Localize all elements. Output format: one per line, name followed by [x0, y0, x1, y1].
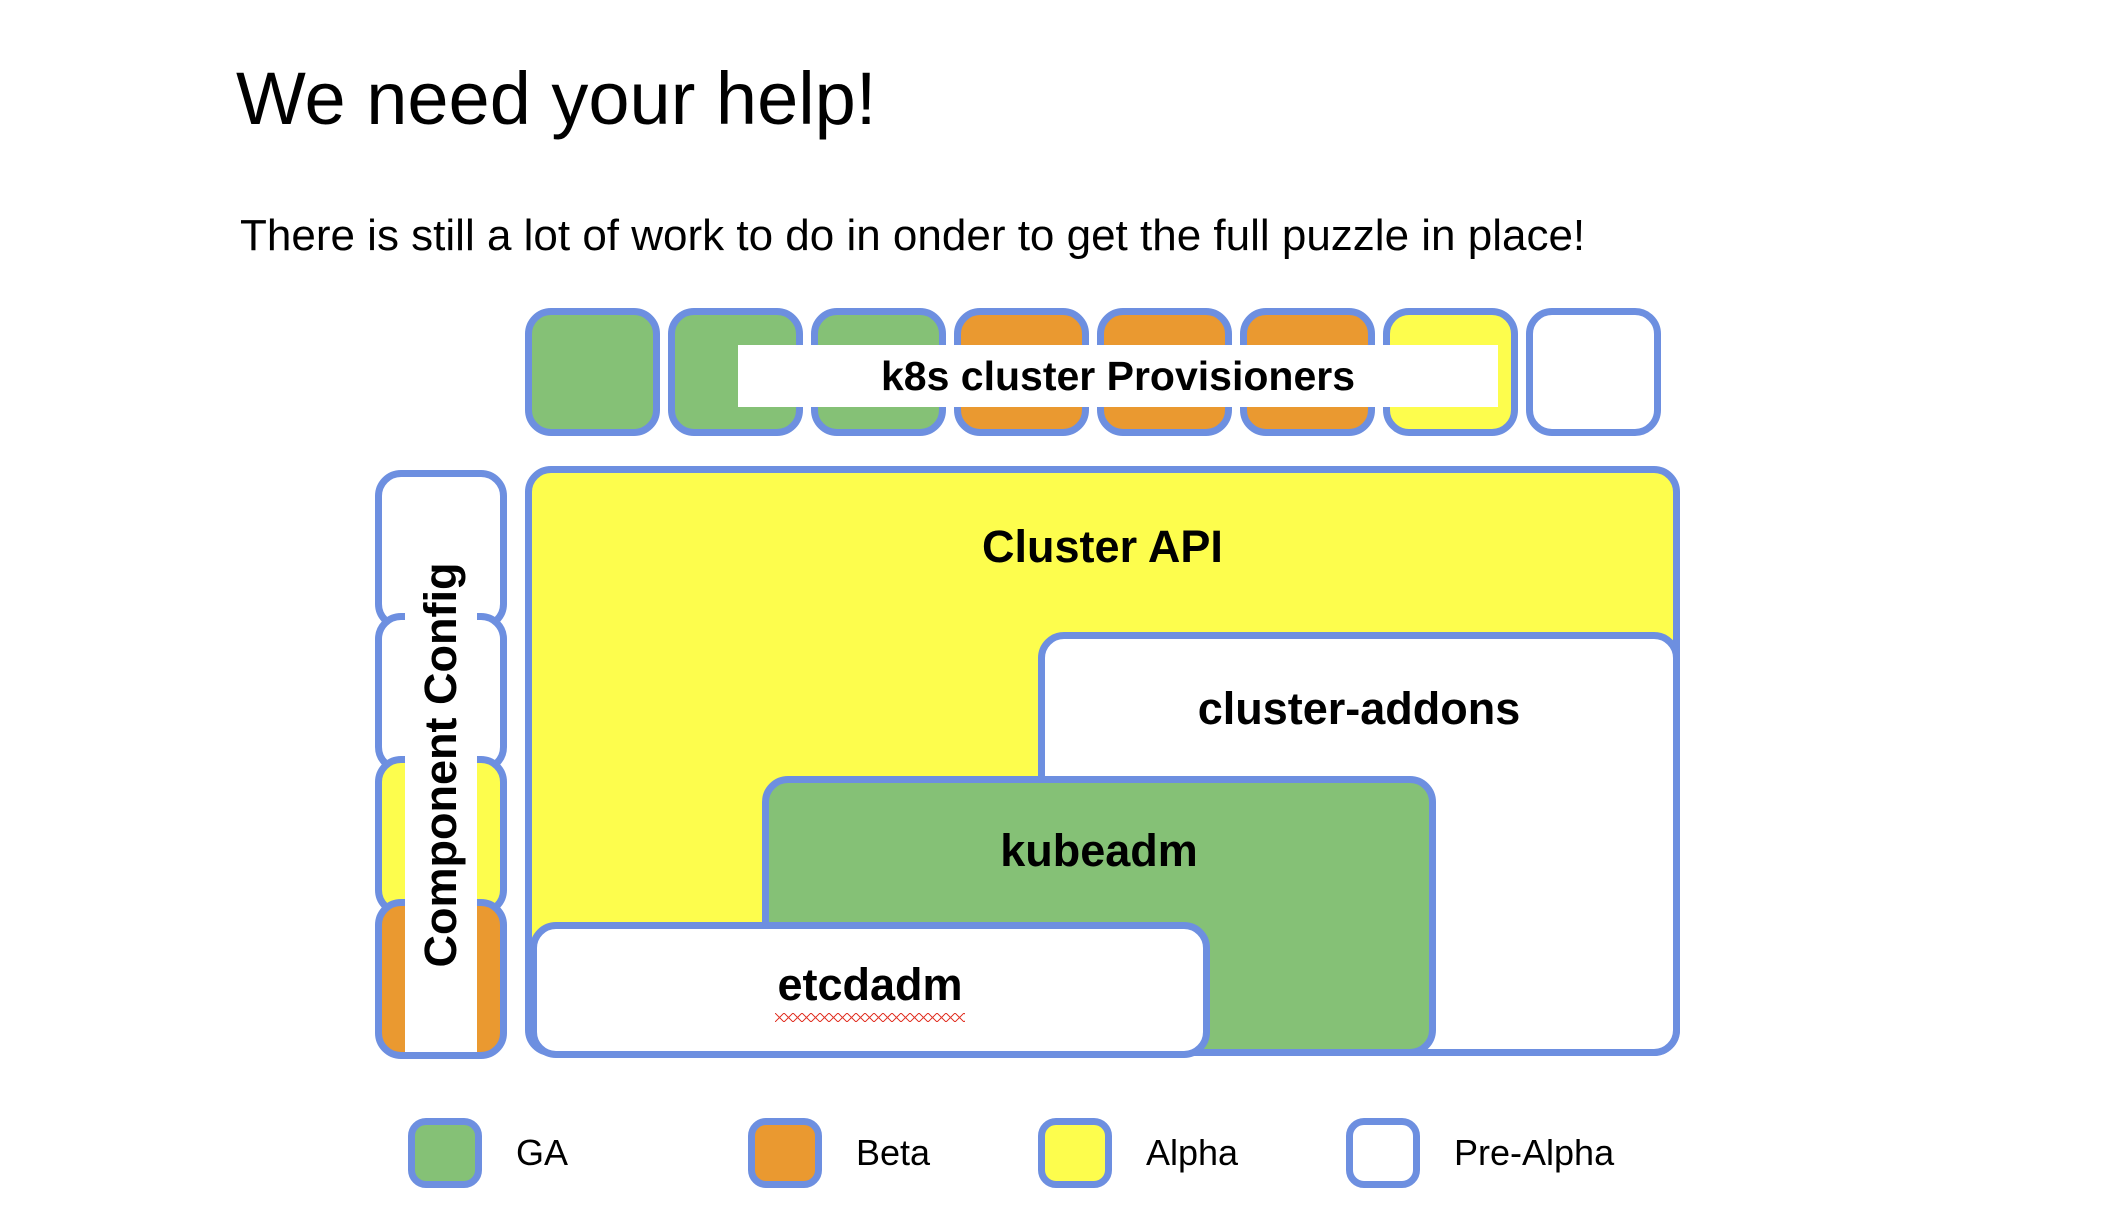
provisioners-label-band: k8s cluster Provisioners	[738, 345, 1498, 407]
legend-item-alpha: Alpha	[1038, 1117, 1238, 1189]
legend-item-pre-alpha: Pre-Alpha	[1346, 1117, 1614, 1189]
page-subtitle: There is still a lot of work to do in on…	[240, 211, 1586, 260]
page-title: We need your help!	[236, 56, 877, 140]
legend-swatch-alpha	[1038, 1118, 1112, 1188]
provisioner-box-1	[525, 308, 660, 436]
legend-swatch-ga	[408, 1118, 482, 1188]
legend-item-beta: Beta	[748, 1117, 930, 1189]
node-etcdadm-label: etcdadm	[775, 959, 965, 1022]
component-config-label-band: Component Config	[405, 478, 477, 1052]
legend-item-ga: GA	[408, 1117, 568, 1189]
component-config-group: Component Config	[375, 470, 507, 1060]
legend: GA Beta Alpha Pre-Alpha	[408, 1117, 1708, 1189]
legend-label-pre-alpha: Pre-Alpha	[1454, 1132, 1615, 1173]
legend-label-alpha: Alpha	[1146, 1132, 1239, 1173]
legend-swatch-beta	[748, 1118, 822, 1188]
component-config-label: Component Config	[415, 562, 466, 968]
node-cluster-addons-label: cluster-addons	[1197, 683, 1521, 734]
node-etcdadm-label-wrap: etcdadm	[537, 959, 1203, 1022]
node-etcdadm: etcdadm	[530, 922, 1210, 1058]
provisioners-label: k8s cluster Provisioners	[880, 352, 1356, 399]
node-cluster-api-label: Cluster API	[982, 521, 1223, 572]
legend-label-beta: Beta	[856, 1132, 931, 1173]
provisioner-box-8	[1526, 308, 1661, 436]
legend-label-ga: GA	[516, 1132, 569, 1173]
legend-swatch-pre-alpha	[1346, 1118, 1420, 1188]
node-kubeadm-label: kubeadm	[1000, 825, 1198, 876]
